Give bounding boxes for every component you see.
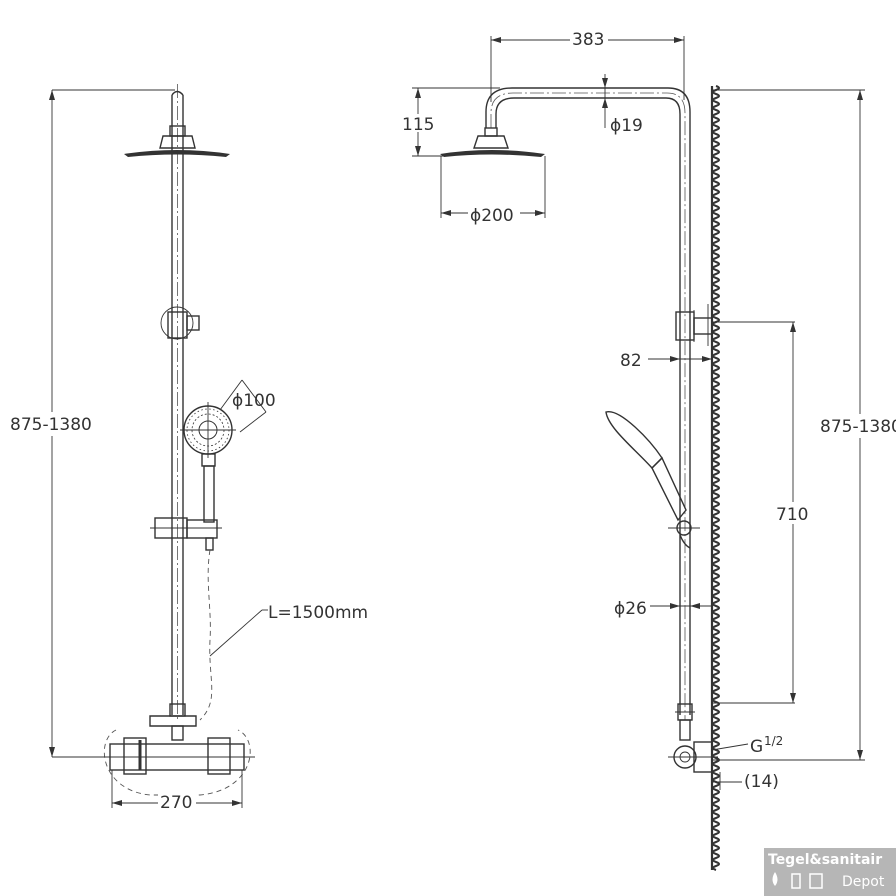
thermostat-width-label: 270 (160, 793, 192, 813)
hand-shower-side (605, 411, 700, 549)
drop-icon (772, 872, 778, 886)
door-icon (791, 873, 801, 889)
hand-shower-front (180, 402, 236, 523)
head-diameter-label: ϕ200 (470, 206, 514, 226)
hand-shower-diameter-label: ϕ100 (232, 391, 276, 411)
front-view: 875-1380 ϕ100 (8, 84, 368, 813)
bracket-spacing-label: 710 (776, 505, 808, 525)
inlet-thread-label: G (750, 737, 763, 757)
head-drop-label: 115 (402, 115, 434, 135)
wall-gap-label: (14) (744, 772, 779, 792)
inlet-thread-fraction: 1/2 (764, 734, 783, 748)
side-height-label: 875-1380 (820, 417, 896, 437)
rain-head-side-icon (440, 150, 545, 157)
front-height-label: 875-1380 (10, 415, 92, 435)
bracket-offset-label: 82 (620, 351, 642, 371)
watermark-brand: Tegel&sanitair (768, 852, 882, 868)
pipe-top-diameter-label: ϕ19 (610, 116, 643, 136)
wall-hatch (712, 85, 720, 871)
watermark-sub: Depot (842, 874, 885, 890)
tile-icon (809, 873, 823, 889)
watermark-logo: Tegel&sanitair Depot (764, 848, 896, 896)
rain-head-icon (124, 150, 230, 157)
hose-length-label: L=1500mm (268, 603, 368, 623)
arm-length-label: 383 (572, 30, 604, 50)
pipe-diameter-label: ϕ26 (614, 599, 647, 619)
side-view: 383 ϕ19 115 ϕ200 (400, 28, 896, 871)
